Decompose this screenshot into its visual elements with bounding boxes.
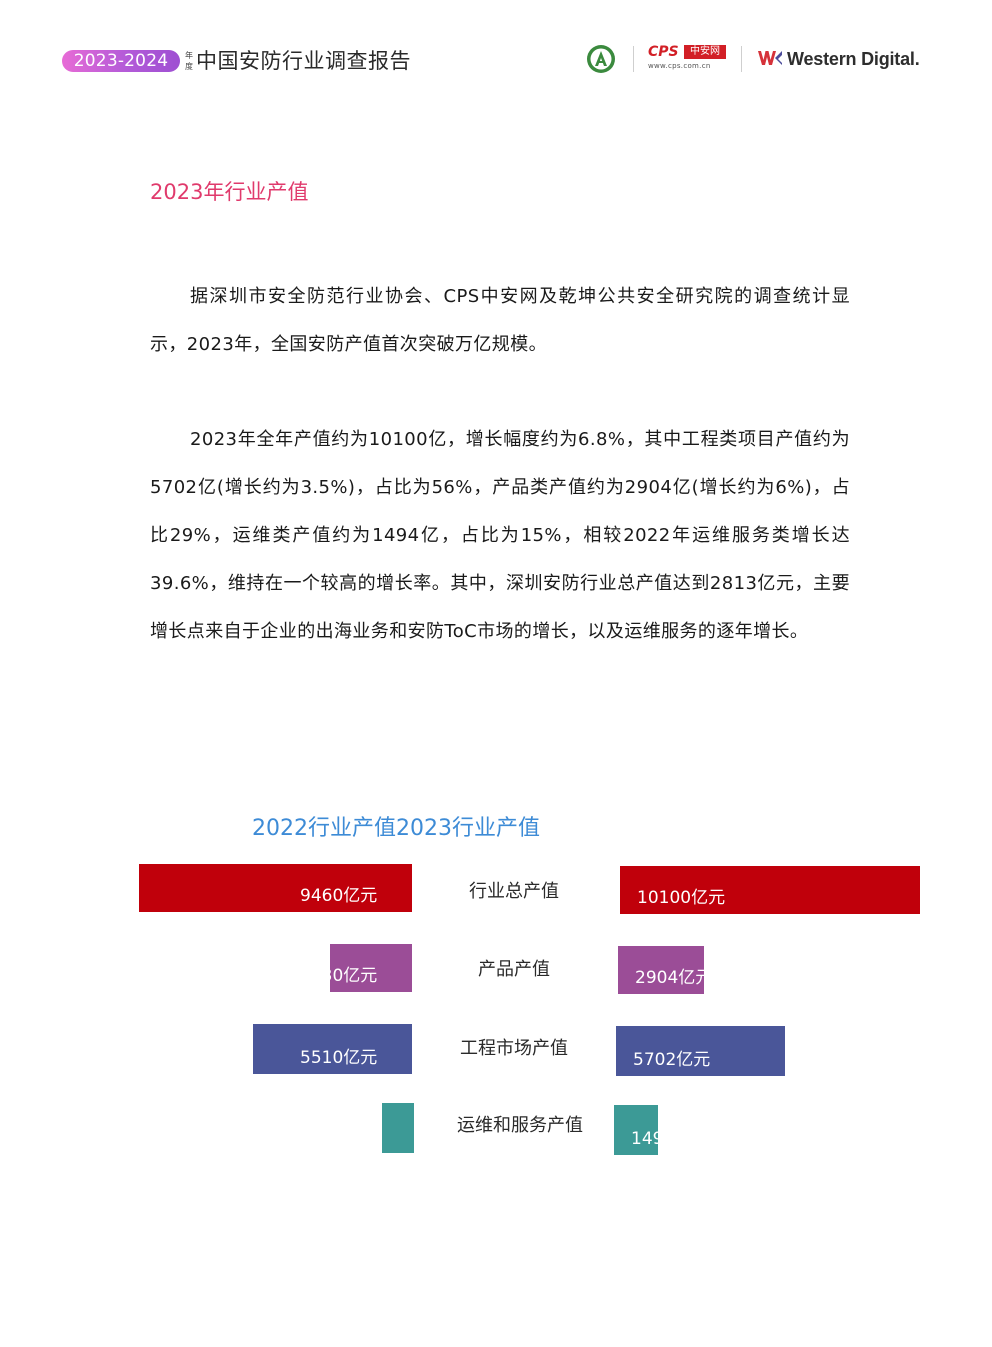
section-title: 2023年行业产值 [150, 180, 309, 204]
report-header: 2023-2024 年度 中国安防行业调查报告 CPS 中安网 www.cps.… [0, 0, 992, 100]
bar-2022 [253, 1024, 412, 1074]
bar-value-label: 1120亿元 [302, 1127, 380, 1147]
bar-value-label: 1494亿元 [631, 1129, 709, 1149]
annual-label: 年度 [185, 51, 193, 71]
wd-brand-text: Western Digital. [787, 49, 920, 69]
bar-value-label: 2830亿元 [300, 966, 378, 986]
category-label: 工程市场产值 [460, 1038, 568, 1059]
bar-2023 [618, 946, 704, 994]
chart-title: 2022行业产值2023行业产值 [252, 816, 540, 841]
paragraph: 2023年全年产值约为10100亿，增长幅度约为6.8%，其中工程类项目产值约为… [150, 429, 850, 642]
bar-2022 [382, 1103, 414, 1153]
category-label: 产品产值 [478, 959, 550, 980]
bar-2023 [620, 866, 920, 914]
bar-value-label: 9460亿元 [300, 886, 378, 906]
seal-logo-icon [587, 45, 615, 73]
category-label: 运维和服务产值 [457, 1115, 583, 1136]
bar-2022 [139, 864, 412, 912]
bar-value-label: 5510亿元 [300, 1048, 378, 1068]
western-digital-logo: Western Digital. [757, 46, 927, 72]
paragraph: 据深圳市安全防范行业协会、CPS中安网及乾坤公共安全研究院的调查统计显示，202… [150, 286, 850, 355]
cps-url: www.cps.com.cn [648, 62, 711, 70]
wd-mark-icon [758, 51, 782, 65]
bar-value-label: 10100亿元 [637, 888, 726, 908]
category-label: 行业总产值 [469, 881, 559, 902]
bar-2023 [616, 1026, 785, 1076]
report-title: 中国安防行业调查报告 [196, 49, 411, 73]
cps-badge: 中安网 [684, 45, 726, 59]
logo-divider [741, 46, 742, 72]
bar-value-label: 2904亿元 [635, 968, 713, 988]
logo-divider [633, 46, 634, 72]
cps-logo: CPS 中安网 www.cps.com.cn [648, 44, 730, 74]
bar-value-label: 5702亿元 [633, 1050, 711, 1070]
bar-2023 [614, 1105, 658, 1155]
cps-brand-text: CPS [648, 44, 679, 60]
year-range-badge: 2023-2024 [62, 50, 180, 72]
bar-2022 [330, 944, 412, 992]
